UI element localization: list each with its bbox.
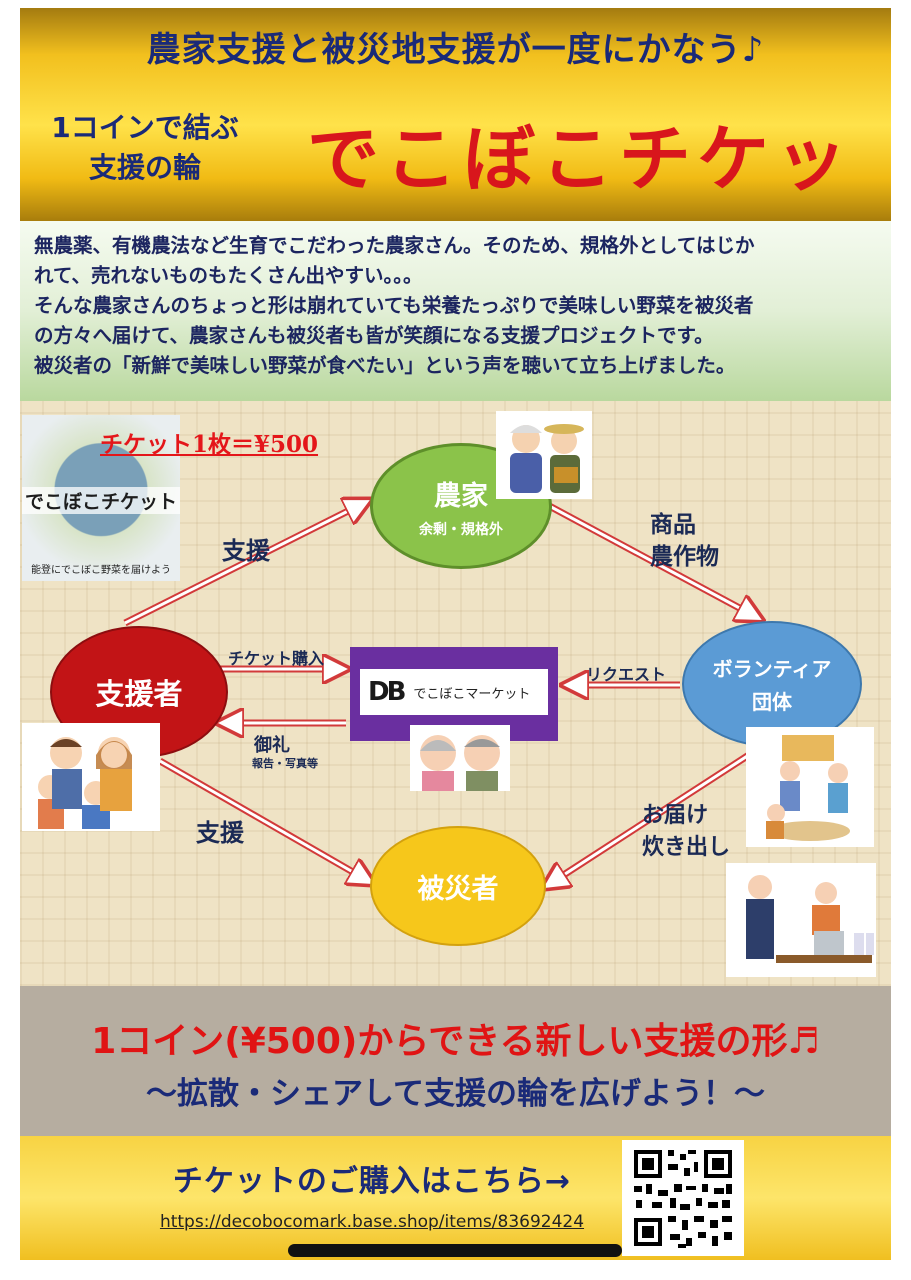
intro-text: 無農薬、有機農法など生育でこだわった農家さん。そのため、規格外としてはじか れて… — [34, 231, 879, 381]
intro-line: の方々へ届けて、農家さんも被災者も皆が笑顔になる支援プロジェクトです。 — [34, 324, 714, 347]
market-logo-mark: DB — [368, 677, 406, 707]
logo-caption: 能登にでこぼこ野菜を届けよう — [31, 565, 171, 576]
farmer-label: 農家 — [434, 480, 488, 512]
subtitle-line2: 支援の輪 — [88, 151, 201, 184]
volunteers-illustration — [746, 727, 874, 847]
label-thanks-sub: 報告・写真等 — [252, 757, 318, 770]
volunteer-label-2: 団体 — [752, 690, 792, 714]
dekoboko-ticket-logo: でこぼこチケット 能登にでこぼこ野菜を届けよう — [22, 415, 180, 581]
victim-node: 被災者 — [370, 826, 546, 946]
purchase-footer: チケットのご購入はこちら→ https://decobocomark.base.… — [20, 1136, 891, 1260]
family-illustration — [22, 723, 160, 831]
volunteer-label-1: ボランティア — [712, 657, 832, 681]
label-ticket-buy: チケット購入 — [228, 649, 325, 668]
label-request: リクエスト — [586, 665, 667, 684]
farmers-illustration — [496, 411, 592, 499]
market-name: でこぼこマーケット — [413, 686, 531, 702]
supporter-label: 支援者 — [95, 677, 183, 711]
intro-line: 無農薬、有機農法など生育でこだわった農家さん。そのため、規格外としてはじか — [34, 234, 755, 257]
label-goods-2: 農作物 — [650, 543, 719, 570]
label-support-bottom: 支援 — [196, 818, 244, 847]
logo-title: でこぼこチケット — [22, 487, 180, 514]
header-banner: 農家支援と被災地支援が一度にかなう♪ 1コインで結ぶ 支援の輪 でこぼこチケット — [20, 8, 891, 306]
price-label: チケット1枚＝¥500 — [100, 431, 319, 458]
label-goods-1: 商品 — [650, 511, 696, 538]
food-service-illustration — [726, 863, 876, 977]
label-deliver-1: お届け — [642, 802, 709, 828]
market-logo-panel: DB でこぼこマーケット — [360, 669, 548, 715]
farmer-sub: 余剰・規格外 — [419, 521, 503, 538]
subtitle: 1コインで結ぶ 支援の輪 — [30, 108, 260, 188]
purchase-link[interactable]: https://decobocomark.base.shop/items/836… — [159, 1212, 585, 1232]
subtitle-line1: 1コインで結ぶ — [51, 111, 239, 144]
slogan-section: 1コイン(¥500)からできる新しい支援の形♬ ～拡散・シェアして支援の輪を広げ… — [20, 986, 891, 1136]
label-deliver-2: 炊き出し — [642, 834, 731, 860]
purchase-label: チケットのご購入はこちら→ — [172, 1164, 572, 1199]
elderly-illustration — [410, 725, 510, 791]
label-thanks: 御礼 — [254, 735, 290, 756]
victim-label: 被災者 — [417, 873, 499, 905]
label-deliver: お届け 炊き出し — [642, 799, 730, 863]
support-diagram: でこぼこチケット 能登にでこぼこ野菜を届けよう チケット1枚＝¥500 農家 余… — [20, 401, 891, 986]
intro-line: れて、売れないものもたくさん出やすい。。。 — [34, 264, 423, 287]
intro-section: 無農薬、有機農法など生育でこだわった農家さん。そのため、規格外としてはじか れて… — [20, 221, 891, 401]
volunteer-node: ボランティア 団体 — [682, 621, 862, 747]
intro-line: 被災者の「新鮮で美味しい野菜が食べたい」という声を聴いて立ち上げました。 — [34, 354, 736, 377]
intro-line: そんな農家さんのちょっと形は崩れていても栄養たっぷりで美味しい野菜を被災者 — [34, 294, 754, 317]
qr-code[interactable] — [622, 1140, 744, 1256]
slogan-sub: ～拡散・シェアして支援の輪を広げよう！～ — [145, 1076, 766, 1112]
label-support-top: 支援 — [222, 536, 270, 565]
slogan-main: 1コイン(¥500)からできる新しい支援の形♬ — [91, 1021, 820, 1062]
tagline: 農家支援と被災地支援が一度にかなう♪ — [146, 30, 765, 70]
diagram-arrows — [123, 401, 891, 986]
home-indicator[interactable] — [288, 1244, 622, 1257]
label-goods: 商品 農作物 — [650, 509, 719, 573]
